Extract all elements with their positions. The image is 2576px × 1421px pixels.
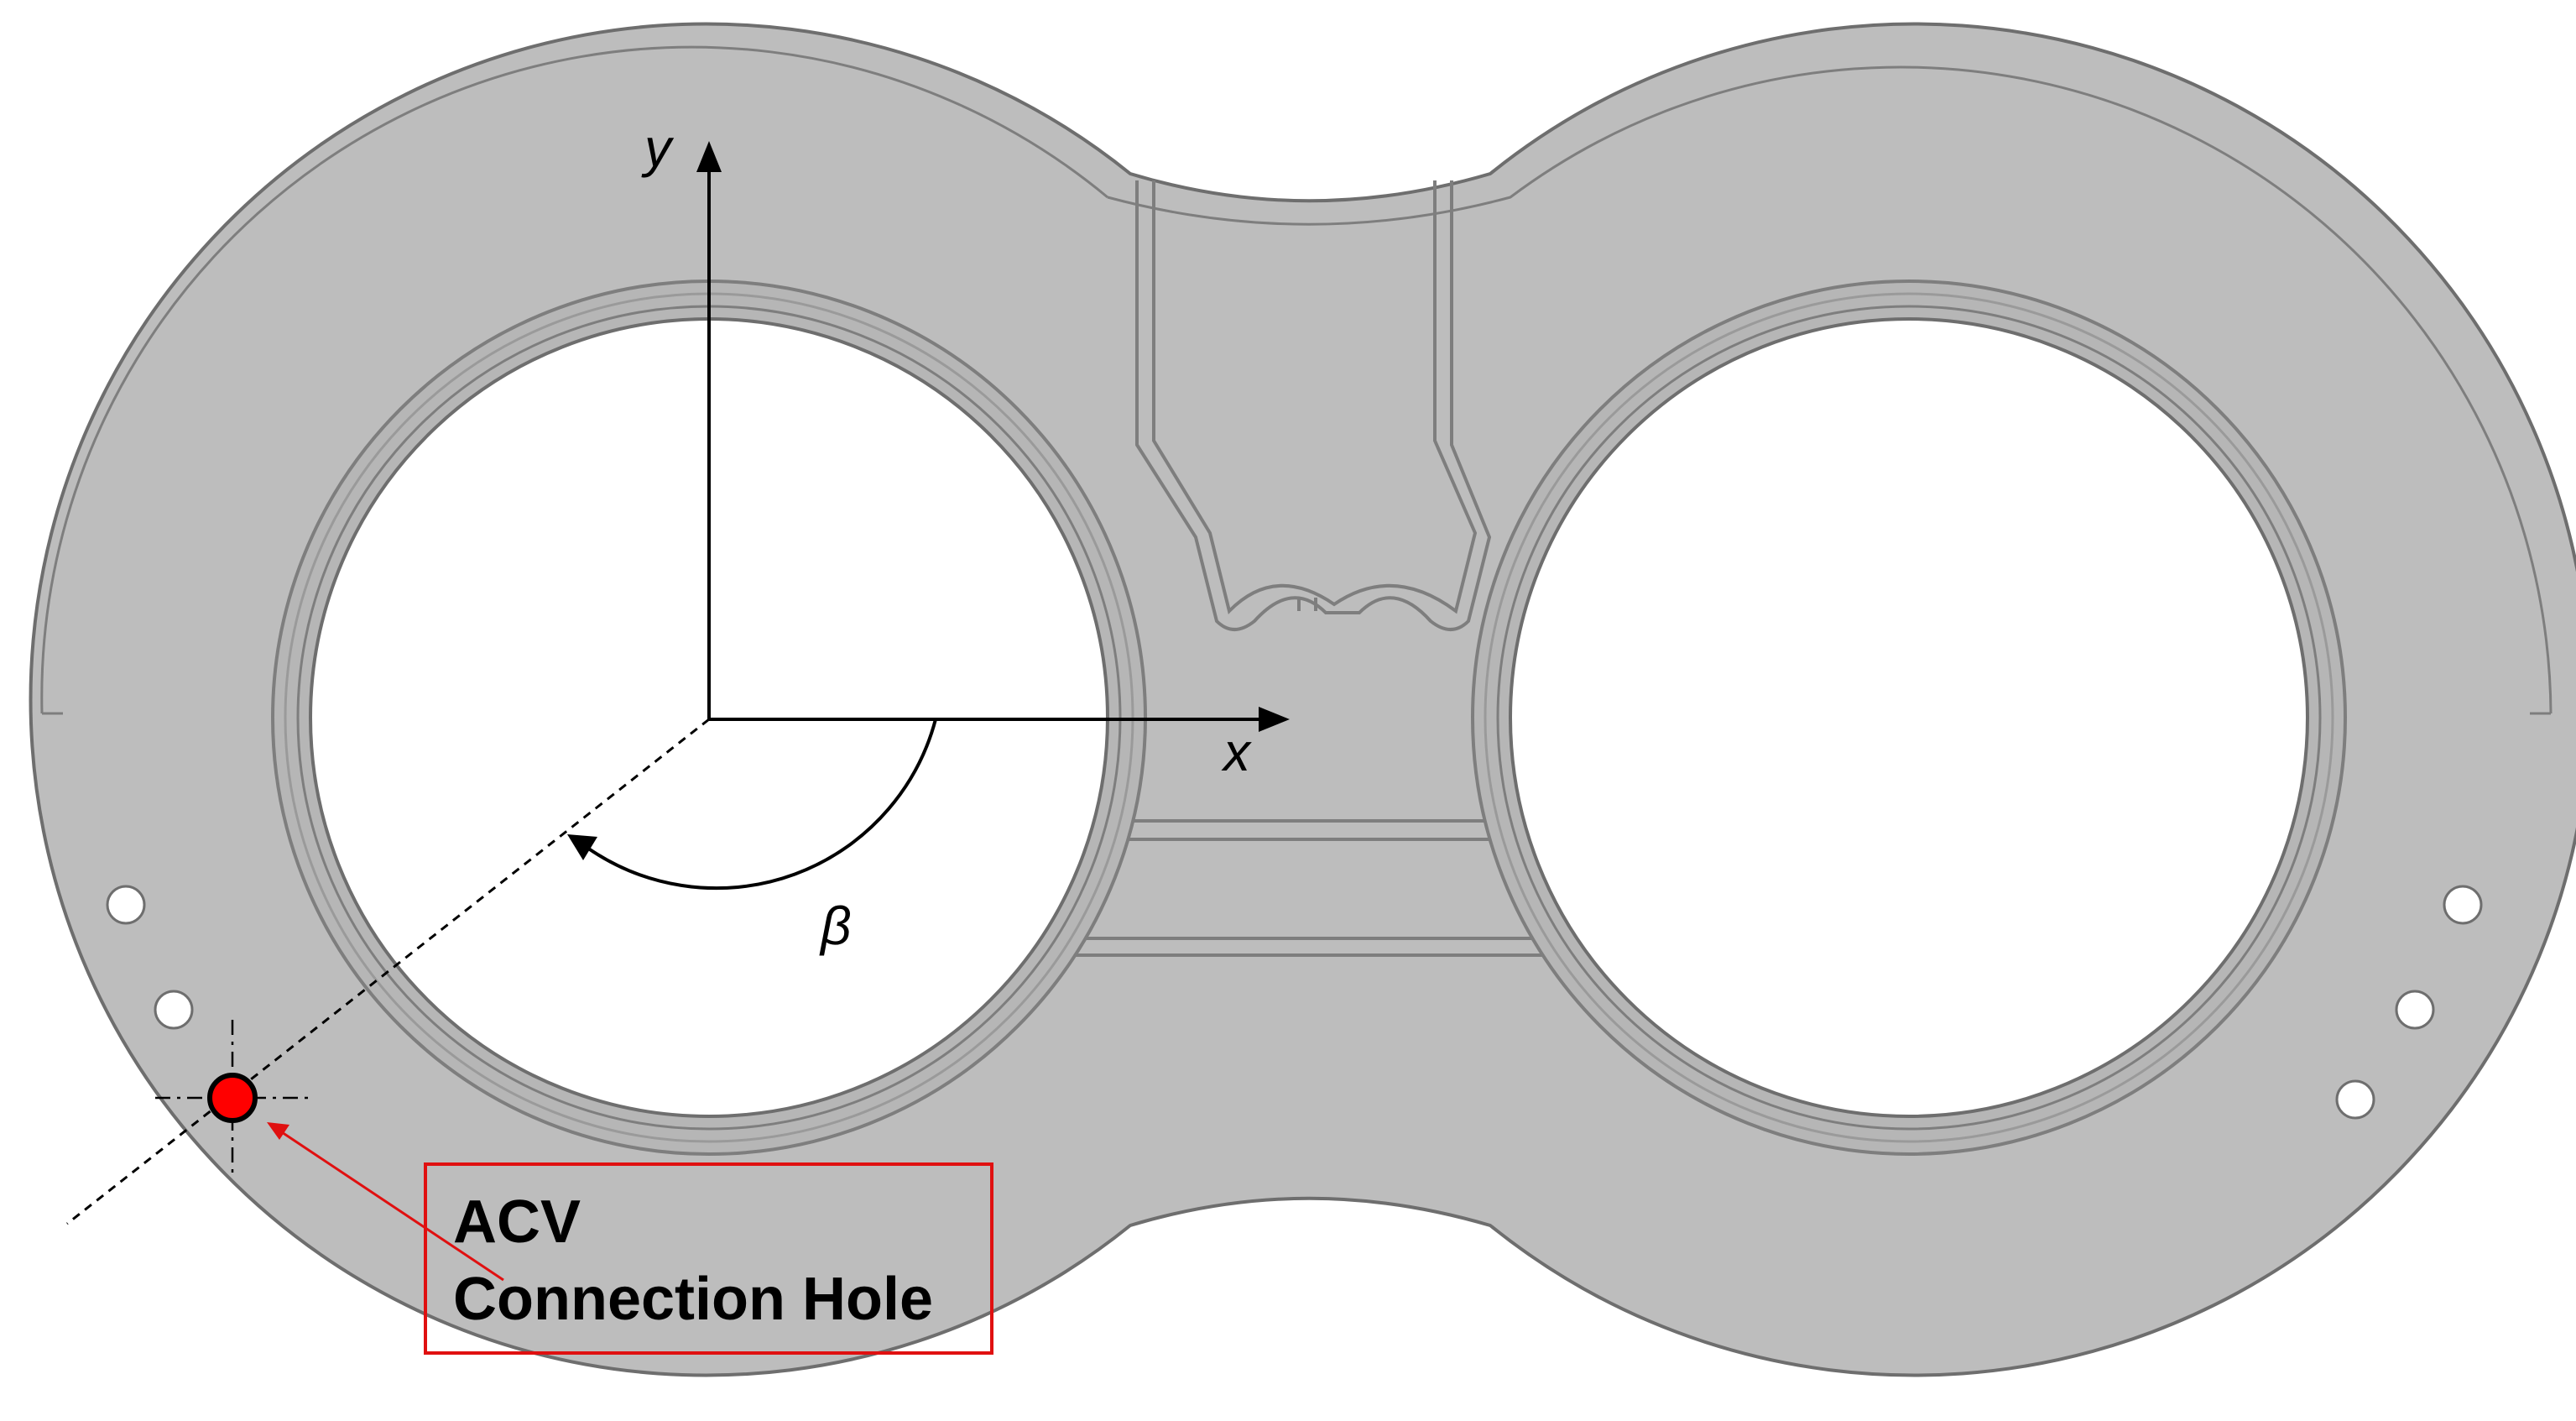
beta-arc-arrowhead — [567, 834, 597, 860]
callout-leader-arrowhead — [267, 1122, 289, 1140]
y-axis-label: y — [641, 118, 675, 178]
edge-holes — [106, 885, 2483, 1120]
edge-hole-left-2 — [154, 990, 194, 1030]
coordinate-axes — [696, 141, 1290, 732]
beta-angle-label: β — [819, 896, 852, 956]
plate-rim-line — [40, 45, 2553, 714]
edge-hole-right-3 — [2335, 1079, 2375, 1120]
acv-connection-hole — [207, 1073, 258, 1123]
y-axis-arrowhead — [696, 141, 722, 172]
center-bridge — [1049, 180, 1569, 957]
callout-box — [424, 1162, 993, 1355]
radial-dashed-line — [66, 718, 710, 1225]
edge-hole-left-1 — [106, 885, 146, 925]
x-axis-label: x — [1221, 722, 1252, 782]
callout-leader-line — [276, 1127, 504, 1282]
x-axis-arrowhead — [1259, 707, 1290, 732]
right-bore — [1471, 279, 2347, 1156]
callout-label-line2: Connection Hole — [453, 1266, 933, 1333]
beta-angle-arc — [586, 718, 937, 891]
callout-label-line1: ACV — [453, 1189, 581, 1256]
edge-hole-right-1 — [2443, 885, 2483, 925]
edge-hole-right-2 — [2395, 990, 2435, 1030]
